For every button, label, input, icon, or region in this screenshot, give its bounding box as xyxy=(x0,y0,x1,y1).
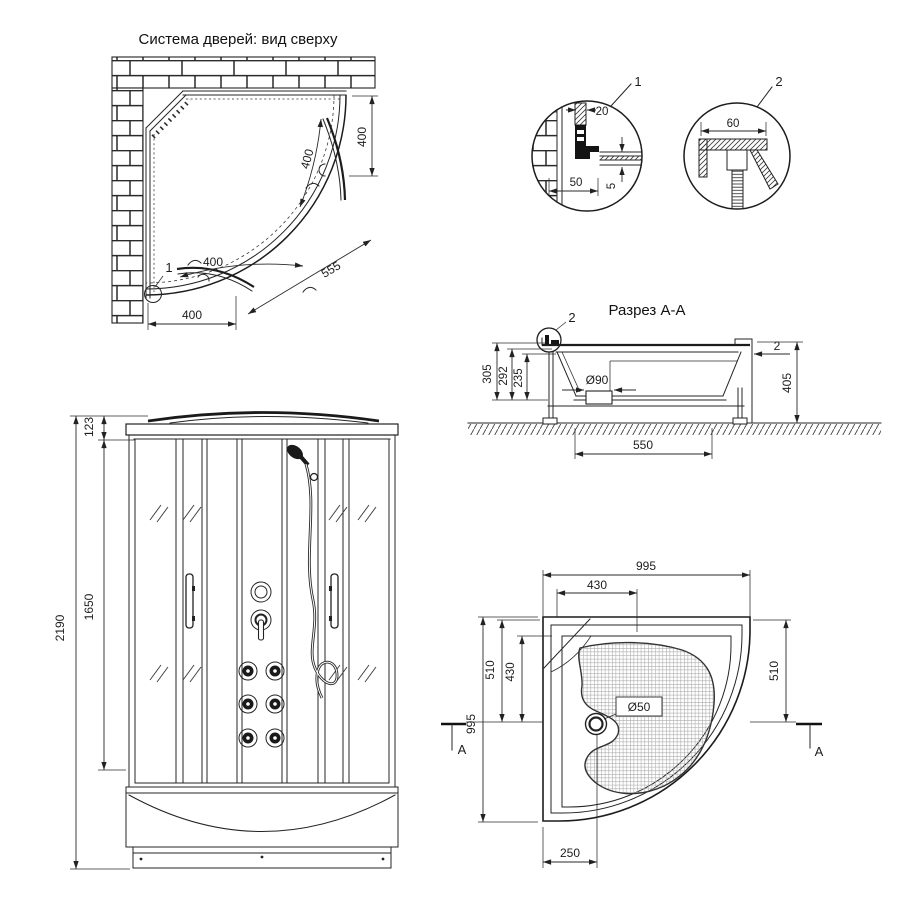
detail-circle-1: 20 50 5 1 xyxy=(531,74,643,212)
door-system-walls xyxy=(144,90,347,303)
dim-width-top: 995 xyxy=(636,559,656,573)
section-marker-right: A xyxy=(815,744,824,759)
dim-h-mid: 292 xyxy=(498,366,510,385)
dim-total-height: 405 xyxy=(780,373,794,393)
hose-bracket xyxy=(309,472,319,482)
tray-outline xyxy=(542,616,751,822)
dim-door-bottom-arc: 400 xyxy=(203,255,223,269)
detail-circle-2: 60 2 xyxy=(683,74,791,210)
tray-cross-section: 2 xyxy=(467,310,882,435)
tray-edge-profile xyxy=(698,138,708,178)
dim-drain: Ø90 xyxy=(586,373,609,387)
brick-wall xyxy=(111,56,376,324)
jet-icon xyxy=(238,661,258,681)
section-callout: 2 xyxy=(568,310,575,325)
dim-bottom: 250 xyxy=(560,846,580,860)
jet-icon xyxy=(265,661,285,681)
section-title: Разрез А-А xyxy=(609,302,686,319)
leg-front xyxy=(548,351,554,419)
arc-length-symbol xyxy=(302,286,317,293)
dim-bottom: 400 xyxy=(182,308,202,322)
hydromassage-jets xyxy=(238,661,285,748)
section-dimensions: 2 405 305 292 235 Ø90 550 xyxy=(482,339,803,459)
top-frame xyxy=(125,423,399,436)
front-view: 2190 123 1650 xyxy=(53,411,399,870)
corner-post xyxy=(144,285,162,303)
jet-icon xyxy=(265,694,285,714)
detail-1-callout: 1 xyxy=(634,74,641,89)
shower-head-icon xyxy=(287,444,303,460)
glass-arc-outer xyxy=(145,94,347,296)
dim-left-inner: 430 xyxy=(505,662,517,681)
section-view: Разрез А-А 2 xyxy=(467,302,882,459)
dim-left-outer: 510 xyxy=(485,660,497,679)
leg-rear xyxy=(737,387,743,419)
dim-rim: 60 xyxy=(727,118,740,130)
leg-foot xyxy=(732,417,748,425)
tray-rim-profile xyxy=(698,138,768,151)
leg-foot xyxy=(542,417,558,425)
dim-wall-side: 400 xyxy=(355,127,369,147)
tray-plan-view: 995 430 995 510 430 510 250 Ø50 A xyxy=(441,559,824,868)
tray-skirt-strut xyxy=(749,149,779,190)
plan-view: Система дверей: вид сверху xyxy=(111,31,378,330)
tray-dimensions: 995 430 995 510 430 510 250 Ø50 xyxy=(464,559,796,868)
callout-circle-2 xyxy=(536,327,562,353)
glass-arc-dashed xyxy=(145,94,335,284)
jet-icon xyxy=(265,728,285,748)
leg-bracket xyxy=(726,149,748,171)
wall-profile-post xyxy=(574,102,587,126)
dim-height-left: 995 xyxy=(464,714,478,734)
arc-length-symbol xyxy=(305,182,320,189)
detail-2-callout: 2 xyxy=(775,74,782,89)
dim-glass: 1650 xyxy=(82,593,96,620)
sliding-door-right xyxy=(325,117,347,201)
callout-1-label: 1 xyxy=(165,260,172,275)
dim-leg-span: 550 xyxy=(633,438,653,452)
dim-h-inner: 235 xyxy=(513,368,525,387)
hand-shower xyxy=(287,444,339,699)
jet-icon xyxy=(238,694,258,714)
dim-door-right-arc: 400 xyxy=(298,147,317,170)
detail-circle-outline xyxy=(683,102,791,210)
threaded-leg xyxy=(731,169,744,209)
mixer-lever xyxy=(257,619,265,641)
front-dimensions: 2190 123 1650 xyxy=(53,415,148,870)
section-marker-left: A xyxy=(458,742,467,757)
control-panel xyxy=(250,581,272,641)
jet-icon xyxy=(238,728,258,748)
door-handle-right xyxy=(330,573,339,629)
dim-total: 2190 xyxy=(53,614,67,641)
ground-hatch xyxy=(468,424,881,435)
seal-teeth xyxy=(151,98,192,139)
drain-section xyxy=(585,390,613,405)
dim-roof: 123 xyxy=(82,417,96,437)
anti-slip-floor xyxy=(578,641,715,795)
dim-drain: Ø50 xyxy=(628,700,651,714)
drain-label-box xyxy=(615,696,663,717)
dim-radius: 555 xyxy=(319,258,344,280)
dim-top-to-drain: 430 xyxy=(587,578,607,592)
detail-circle-outline xyxy=(531,100,643,212)
dim-rim-thickness: 2 xyxy=(774,339,781,353)
arc-length-symbol xyxy=(187,259,202,266)
glass-arc-track xyxy=(145,94,341,290)
rim-strip xyxy=(600,156,641,160)
dim-base: 50 xyxy=(570,177,583,189)
dim-profile-width: 20 xyxy=(596,106,609,118)
control-knob xyxy=(254,585,268,599)
plan-title: Система дверей: вид сверху xyxy=(139,31,338,48)
dim-h-outer: 305 xyxy=(482,364,494,383)
door-handle-left xyxy=(185,573,194,629)
dim-right: 510 xyxy=(767,661,781,681)
glass-reflection-marks xyxy=(149,504,377,683)
dim-gap: 5 xyxy=(606,183,618,189)
corner-seat-edge xyxy=(543,618,591,669)
tray-front-panel xyxy=(125,786,399,869)
roof-dome xyxy=(147,411,380,423)
section-markers: A A xyxy=(441,722,824,759)
cabin-structure xyxy=(125,411,399,869)
